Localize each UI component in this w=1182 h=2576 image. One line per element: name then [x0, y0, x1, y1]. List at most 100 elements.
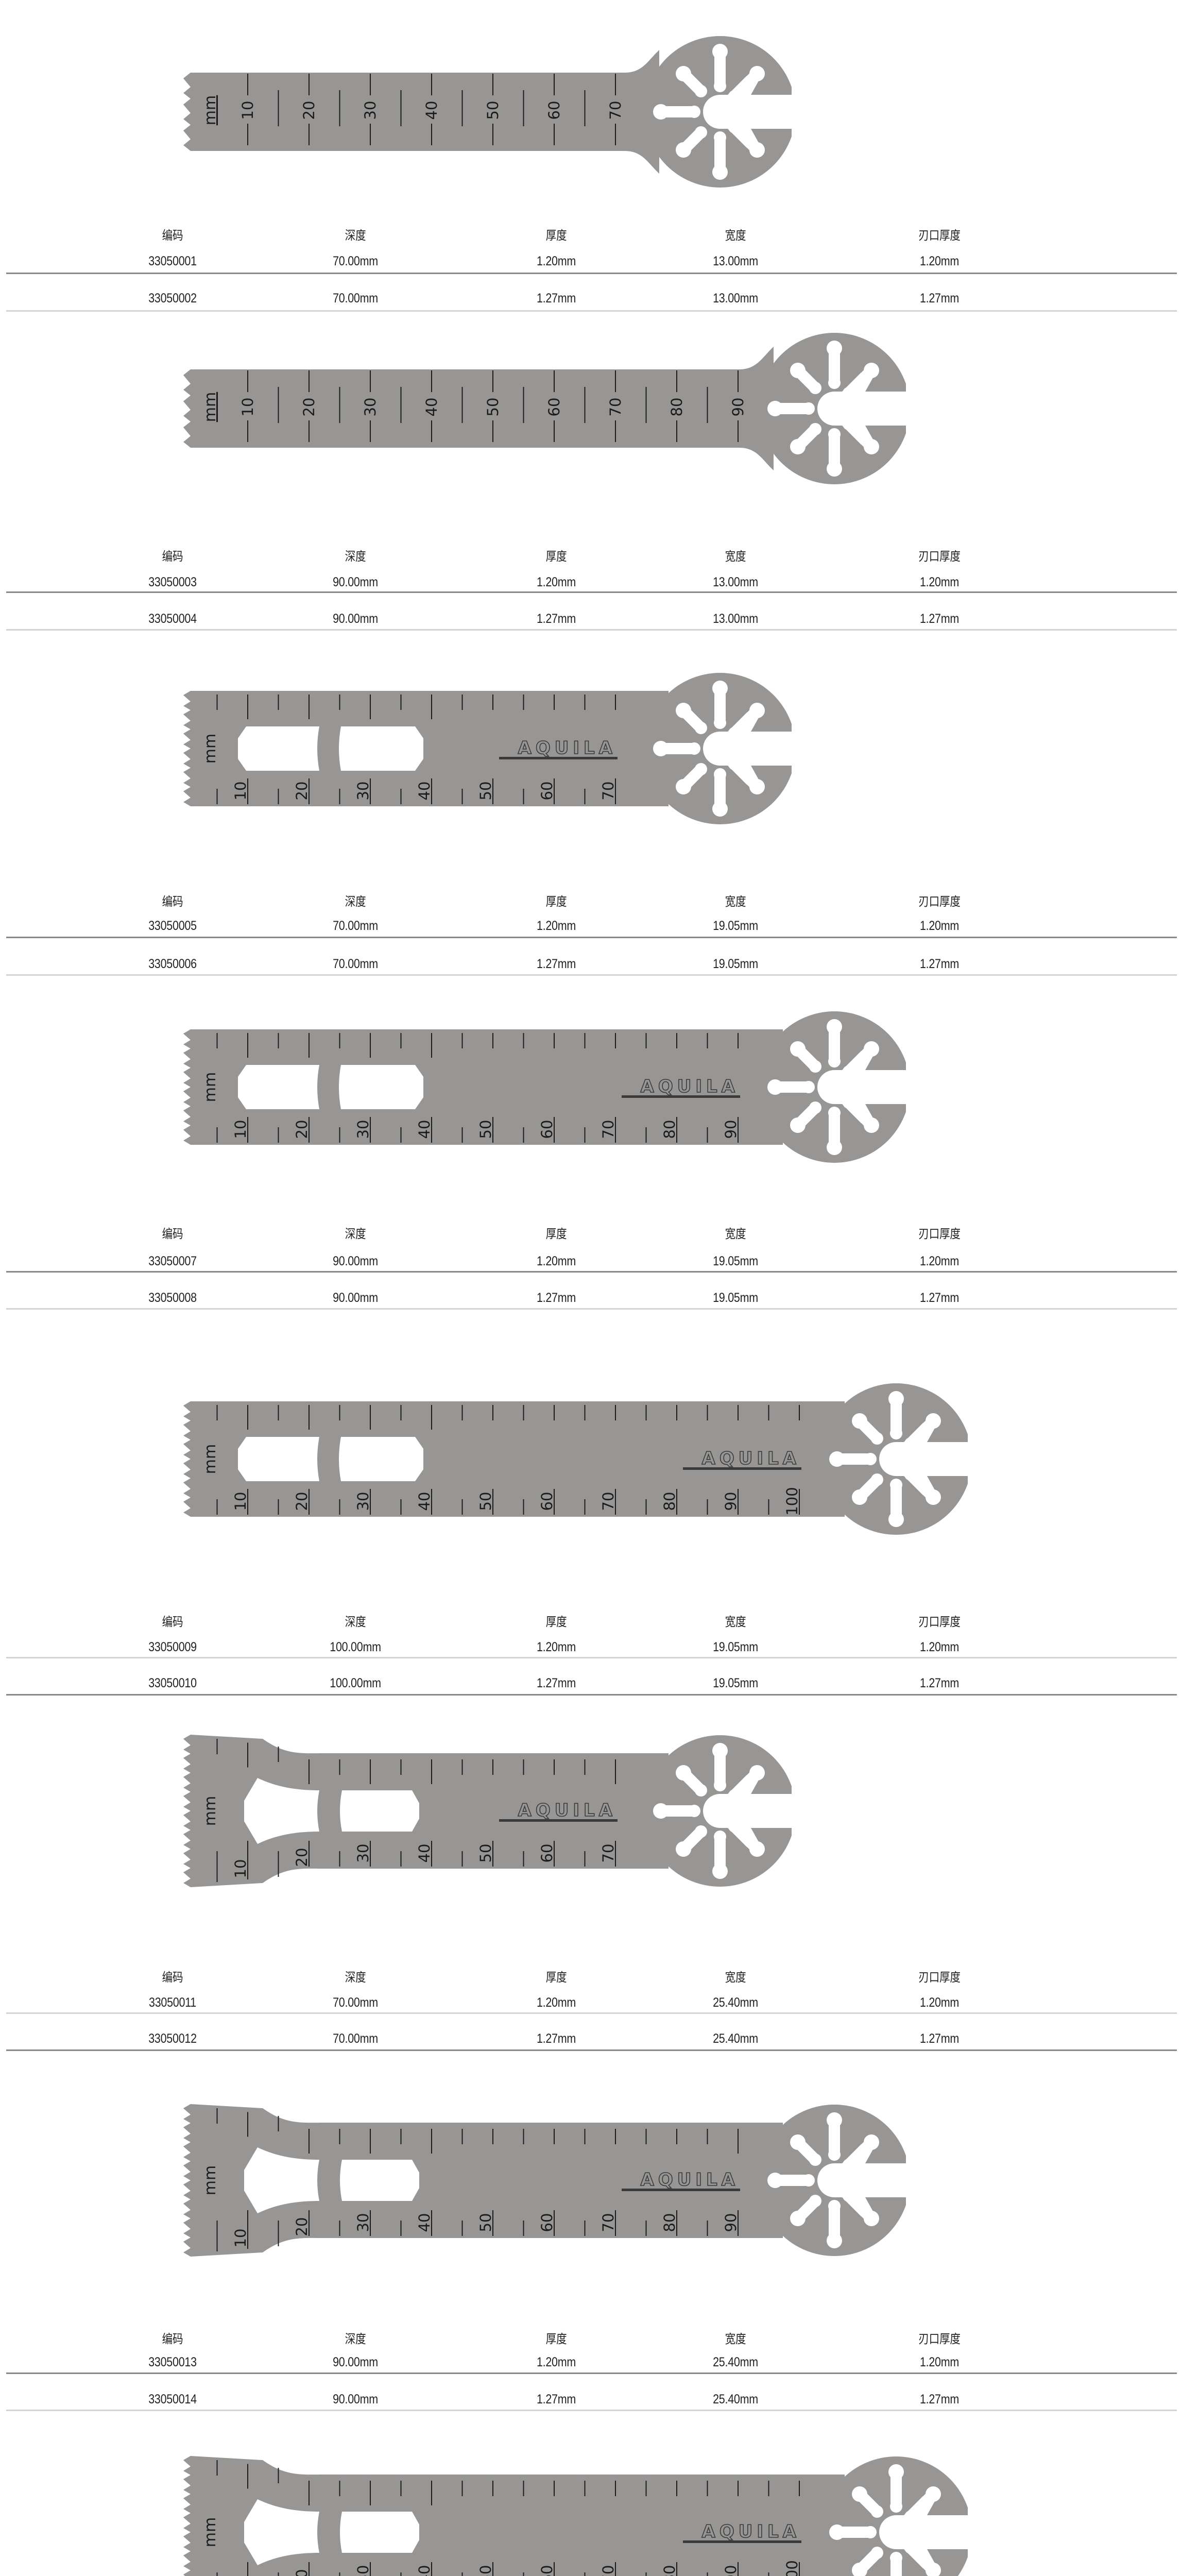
column-header: 宽度 [725, 894, 746, 909]
row-divider [6, 310, 1177, 312]
scale-label: 90 [722, 1492, 740, 1511]
brand-logo: AQUILA [683, 1448, 801, 1470]
cell-depth: 70.00mm [333, 919, 378, 933]
scale-label: 20 [293, 2569, 311, 2576]
unit-label: mm [201, 392, 219, 422]
unit-label: mm [201, 2517, 219, 2547]
cell-edge-thickness: 1.27mm [919, 1676, 960, 1690]
cell-code: 33050004 [148, 612, 197, 626]
scale-label: 10 [232, 1120, 249, 1139]
cell-width: 25.40mm [713, 2392, 758, 2406]
cell-width: 13.00mm [713, 612, 758, 626]
unit-label: mm [201, 734, 219, 764]
scale-label: 60 [538, 2213, 556, 2232]
row-divider [6, 1694, 1177, 1696]
cell-code: 33050014 [148, 2392, 197, 2406]
mounting-cutouts [829, 2464, 984, 2576]
window-opening [339, 1065, 423, 1109]
scale-label: 70 [599, 2213, 617, 2232]
scale-label: 20 [293, 782, 311, 801]
cell-code: 33050011 [148, 1995, 197, 2010]
scale-label: 40 [416, 1120, 433, 1139]
cell-code: 33050001 [148, 254, 197, 268]
column-header: 刃口厚度 [918, 549, 961, 564]
cell-edge-thickness: 1.20mm [919, 1254, 960, 1268]
cell-depth: 100.00mm [330, 1676, 381, 1690]
scale-label: 10 [232, 1492, 249, 1511]
brand-logo: AQUILA [499, 737, 618, 759]
scale-label: 50 [484, 398, 502, 417]
saw-teeth [183, 73, 191, 151]
saw-teeth [183, 691, 191, 806]
unit-label: mm [201, 2165, 219, 2195]
row-divider [6, 2049, 1177, 2051]
column-header: 编码 [162, 549, 183, 564]
column-header: 宽度 [725, 2332, 746, 2346]
cell-depth: 90.00mm [333, 612, 378, 626]
row-divider [6, 629, 1177, 631]
scale-label: 50 [477, 782, 494, 801]
cell-depth: 70.00mm [333, 1995, 378, 2010]
scale-label: 70 [607, 101, 624, 120]
scale-label: 40 [416, 782, 433, 801]
brand-text: AQUILA [641, 1076, 739, 1097]
scale-label: 30 [354, 1492, 372, 1511]
scale-label: 70 [599, 1120, 617, 1139]
scale-label: 60 [545, 101, 563, 120]
column-header: 深度 [345, 228, 366, 243]
column-header: 宽度 [725, 1970, 746, 1985]
scale-label: 40 [423, 101, 440, 120]
cell-code: 33050005 [148, 919, 197, 933]
row-divider [6, 2372, 1177, 2374]
cell-thickness: 1.27mm [536, 2392, 576, 2406]
window-opening [244, 2499, 319, 2565]
window-opening [244, 2147, 319, 2213]
saw-teeth [183, 2456, 191, 2576]
scale-label: 70 [599, 1844, 617, 1863]
cell-edge-thickness: 1.27mm [919, 2031, 960, 2046]
row-divider [6, 937, 1177, 938]
scale-label: 50 [477, 1120, 494, 1139]
scale-label: 90 [722, 2565, 740, 2576]
row-divider [6, 1271, 1177, 1273]
column-header: 编码 [162, 2332, 183, 2346]
cell-thickness: 1.20mm [536, 254, 576, 268]
cell-code: 33050008 [148, 1291, 197, 1305]
cell-edge-thickness: 1.27mm [919, 957, 960, 971]
cell-code: 33050003 [148, 575, 197, 589]
column-header: 深度 [345, 549, 366, 564]
cell-edge-thickness: 1.27mm [919, 291, 960, 306]
column-header: 编码 [162, 228, 183, 243]
brand-text: AQUILA [702, 1448, 800, 1469]
column-header: 厚度 [545, 894, 567, 909]
scale-label: 70 [599, 2565, 617, 2576]
scale-label: 90 [722, 1120, 740, 1139]
cell-depth: 70.00mm [333, 957, 378, 971]
cell-depth: 70.00mm [333, 291, 378, 306]
cell-depth: 90.00mm [333, 1291, 378, 1305]
cell-edge-thickness: 1.20mm [919, 254, 960, 268]
cell-thickness: 1.20mm [536, 1995, 576, 2010]
row-divider [6, 591, 1177, 593]
cell-thickness: 1.20mm [536, 1640, 576, 1654]
cell-width: 19.05mm [713, 1254, 758, 1268]
saw-teeth [183, 1401, 191, 1517]
column-header: 刃口厚度 [918, 1970, 961, 1985]
row-divider [6, 1657, 1177, 1658]
scale-label: 100 [783, 1487, 801, 1515]
column-header: 编码 [162, 894, 183, 909]
cell-thickness: 1.27mm [536, 612, 576, 626]
cell-width: 13.00mm [713, 291, 758, 306]
mounting-cutouts [767, 1019, 922, 1155]
unit-label: mm [201, 1072, 219, 1102]
scale-label: 50 [477, 2213, 494, 2232]
scale-label: 40 [416, 1492, 433, 1511]
column-header: 深度 [345, 1615, 366, 1629]
